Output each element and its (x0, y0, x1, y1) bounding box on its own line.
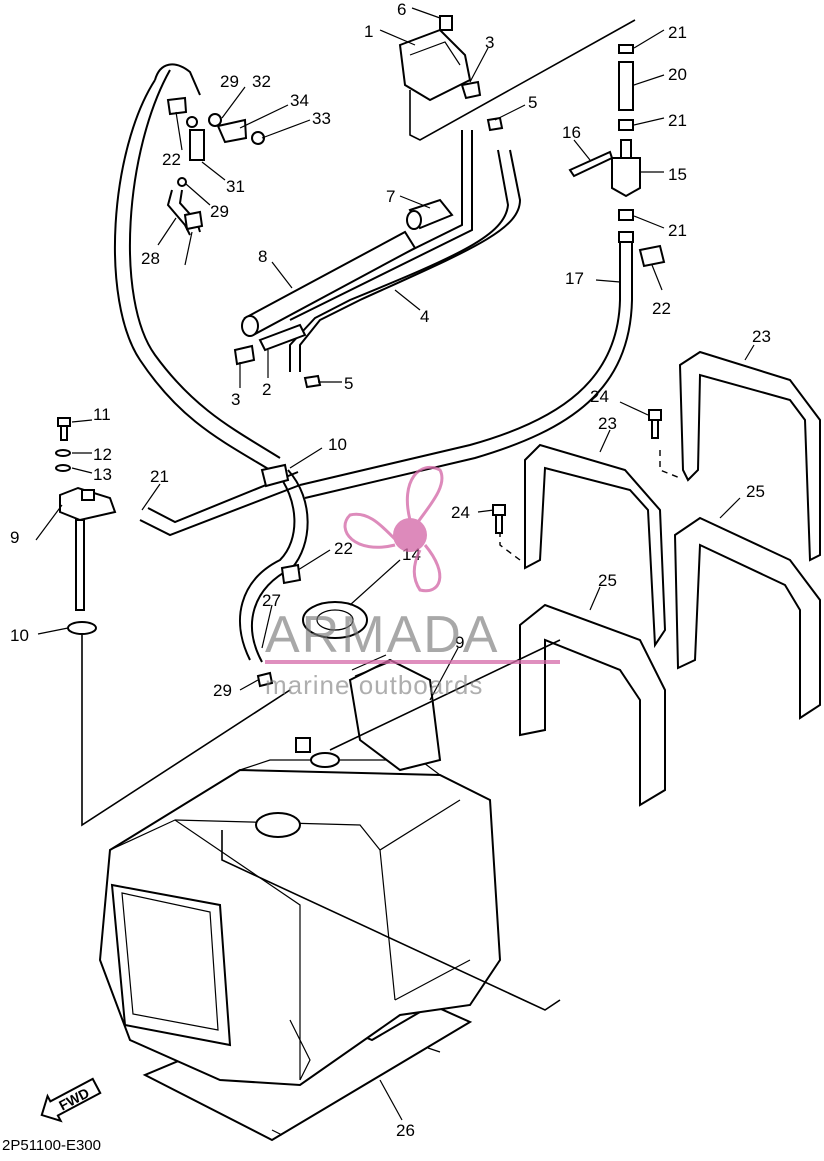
callout-5: 5 (528, 93, 537, 112)
callout-10: 9 (455, 633, 464, 652)
assembly-lines (81, 19, 636, 1011)
callout-31: 32 (252, 72, 271, 91)
fuel-sender (55, 417, 117, 635)
callout-22b: 22 (652, 299, 671, 318)
callout-23a: 23 (752, 327, 771, 346)
watermark-brand: ARMADA (265, 606, 499, 664)
watermark-rule (265, 660, 560, 664)
callout-5b: 5 (344, 374, 353, 393)
callout-11: 9 (10, 528, 19, 547)
callout-15: 13 (93, 465, 112, 484)
callout-32: 33 (312, 109, 331, 128)
callout-9: 10 (328, 435, 347, 454)
callout-4: 4 (420, 307, 429, 326)
callout-22c: 22 (334, 539, 353, 558)
callout-12: 10 (10, 626, 29, 645)
callout-1: 1 (364, 22, 373, 41)
callout-2: 2 (262, 380, 271, 399)
primer-assembly (166, 96, 265, 231)
callout-22: 22 (162, 150, 181, 169)
callout-21a: 21 (668, 23, 687, 42)
tank-straps (499, 350, 821, 807)
watermark-logo (343, 466, 444, 593)
callout-8: 8 (258, 247, 267, 266)
callout-18: 16 (562, 123, 581, 142)
watermark-tagline: marine outboards (265, 670, 483, 700)
callout-25b: 25 (598, 571, 617, 590)
callout-19: 17 (565, 269, 584, 288)
fuel-pump (233, 15, 504, 389)
callout-23b: 23 (598, 414, 617, 433)
callout-7: 7 (386, 187, 395, 206)
callout-21b: 21 (668, 111, 687, 130)
callout-29c: 29 (213, 681, 232, 700)
callout-13: 11 (93, 405, 111, 424)
fwd-arrow-icon: FWD (40, 1077, 102, 1123)
callout-29: 29 (220, 72, 239, 91)
callout-27: 27 (262, 591, 281, 610)
callout-14: 12 (93, 445, 112, 464)
callout-29b: 29 (210, 202, 229, 221)
callouts: 1 6 3 5 7 8 4 2 3 5 29 32 34 33 22 31 29… (10, 0, 771, 1140)
callout-17: 15 (668, 165, 687, 184)
callout-21d: 21 (150, 467, 169, 486)
callout-25a: 25 (746, 482, 765, 501)
callout-33: 34 (290, 91, 309, 110)
callout-28: 28 (141, 249, 160, 268)
callout-21c: 21 (668, 221, 687, 240)
callout-20: 20 (668, 65, 687, 84)
hose-sleeves (241, 198, 454, 352)
fuel-tank (98, 654, 502, 1087)
filler-cap (256, 463, 368, 688)
callout-26: 26 (396, 1121, 415, 1140)
fuel-filter-assembly (568, 44, 666, 268)
callout-30: 31 (226, 177, 245, 196)
callout-3b: 3 (231, 390, 240, 409)
callout-3: 3 (485, 33, 494, 52)
callout-24a: 24 (590, 387, 609, 406)
callout-6: 6 (397, 0, 406, 19)
diagram-code: 2P51100-E300 (2, 1137, 101, 1154)
callout-24b: 24 (451, 503, 470, 522)
strap-bolts (492, 409, 662, 534)
